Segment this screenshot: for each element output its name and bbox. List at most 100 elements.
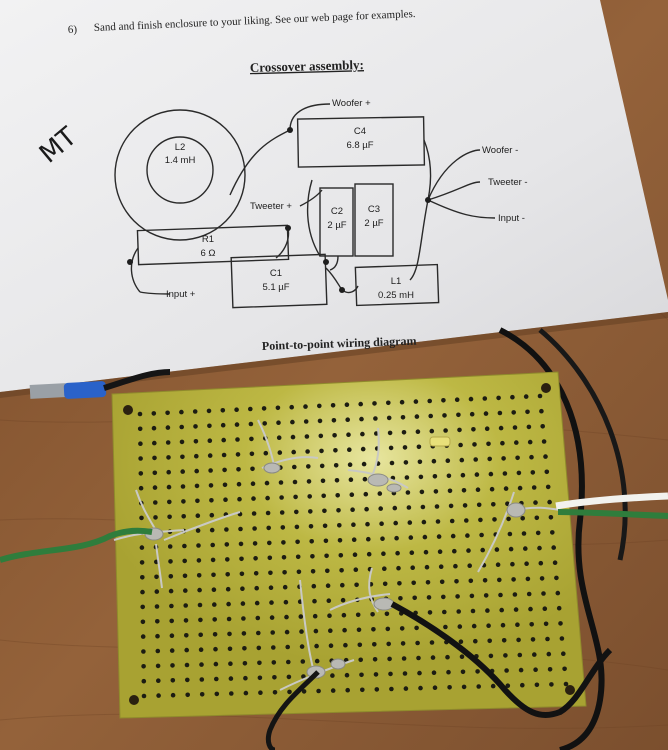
- perfboard-hole: [182, 558, 187, 564]
- perfboard-hole: [428, 413, 434, 419]
- black-wire-right-loop-2: [538, 328, 628, 561]
- perfboard-hole: [345, 417, 351, 423]
- perfboard-hole: [520, 516, 525, 521]
- perfboard-hole: [457, 427, 462, 433]
- perfboard-hole: [453, 563, 458, 569]
- perfboard-body: [111, 371, 587, 719]
- perfboard-hole: [279, 495, 284, 500]
- perfboard-hole: [243, 675, 248, 681]
- perfboard-hole: [242, 646, 247, 651]
- perfboard-hole: [169, 648, 175, 653]
- perfboard-hole: [294, 509, 299, 515]
- perfboard-hole: [140, 604, 145, 610]
- perfboard-hole: [483, 593, 489, 598]
- perfboard-hole: [155, 619, 160, 624]
- perfboard-hole: [373, 416, 378, 421]
- perfboard-hole: [269, 615, 275, 620]
- perfboard-hole: [436, 534, 442, 539]
- perfboard-hole: [314, 658, 320, 664]
- perfboard-hole: [387, 430, 393, 436]
- perfboard-hole: [333, 448, 338, 453]
- perfboard-hole: [488, 653, 494, 659]
- perfboard-hole: [475, 669, 480, 674]
- perfboard-hole: [139, 560, 145, 565]
- c4-value: 6.8 µF: [346, 140, 373, 151]
- perfboard-hole: [534, 682, 540, 688]
- perfboard-hole: [306, 479, 312, 484]
- perfboard-hole: [140, 575, 145, 580]
- perfboard-hole: [141, 664, 146, 669]
- perfboard-hole: [224, 527, 229, 532]
- perfboard-hole: [154, 589, 160, 594]
- perfboard-hole: [228, 676, 234, 681]
- perfboard-hole: [155, 648, 161, 654]
- perfboard-hole: [249, 436, 254, 442]
- perfboard-hole: [335, 493, 341, 498]
- perfboard-hole: [400, 641, 406, 646]
- perfboard-hole: [255, 615, 261, 621]
- perfboard-hole: [317, 418, 323, 424]
- perfboard-hole: [212, 617, 217, 622]
- perfboard-hole: [331, 418, 337, 423]
- perfboard-hole: [510, 394, 515, 400]
- perfboard-hole: [434, 504, 440, 509]
- perfboard-hole: [192, 409, 198, 414]
- perfboard-hole: [545, 636, 550, 642]
- perfboard-hole: [473, 638, 478, 644]
- perfboard-hole: [207, 453, 213, 458]
- perfboard-hole: [380, 536, 385, 541]
- perfboard-hole: [270, 630, 276, 635]
- perfboard-hole: [278, 480, 284, 485]
- terminal-input-plus: Input +: [166, 289, 196, 300]
- perfboard-hole: [138, 456, 143, 461]
- perfboard-hole: [183, 603, 188, 608]
- perfboard-hole: [415, 429, 421, 435]
- black-wire-top: [103, 369, 171, 391]
- perfboard-hole: [226, 616, 232, 622]
- perfboard-hole: [152, 485, 158, 490]
- perfboard-hole: [183, 618, 189, 623]
- perfboard-hole: [476, 502, 482, 508]
- perfboard-hole: [250, 466, 255, 472]
- perfboard-hole: [181, 499, 186, 504]
- white-wire-right: [555, 492, 668, 510]
- perfboard-hole: [208, 468, 213, 473]
- perfboard-hole: [416, 444, 422, 450]
- perfboard-hole: [411, 580, 417, 586]
- perfboard-hole: [526, 424, 532, 430]
- perfboard-hole: [225, 557, 230, 562]
- perfboard-hole: [540, 424, 545, 429]
- perfboard-hole: [417, 459, 423, 465]
- perfboard-hole: [325, 583, 331, 588]
- perfboard-hole: [198, 617, 203, 623]
- perfboard-hole: [166, 455, 171, 460]
- perfboard-hole: [559, 636, 565, 641]
- perfboard-hole: [506, 516, 511, 522]
- perfboard-hole: [491, 502, 496, 507]
- perfboard-hole: [474, 472, 480, 477]
- perfboard-hole: [458, 442, 463, 448]
- l2-name: L2: [175, 142, 186, 153]
- perfboard-hole: [180, 469, 185, 474]
- perfboard-hole: [290, 419, 295, 425]
- perfboard-hole: [357, 642, 363, 648]
- perfboard-hole: [442, 413, 447, 418]
- perfboard-hole: [248, 421, 254, 427]
- perfboard-hole: [140, 589, 145, 595]
- perfboard-hole: [502, 471, 508, 476]
- terminal-woofer-plus: Woofer +: [332, 98, 371, 109]
- perfboard-hole: [283, 599, 289, 605]
- perfboard-hole: [532, 652, 537, 657]
- perfboard-hole: [471, 623, 477, 629]
- perfboard-hole: [138, 485, 144, 491]
- perfboard-hole: [446, 473, 452, 479]
- perfboard-hole: [184, 633, 189, 638]
- perfboard-hole: [353, 567, 359, 572]
- perfboard-hole: [296, 569, 302, 575]
- perfboard-hole: [151, 411, 157, 416]
- perfboard-hole: [236, 467, 241, 472]
- perfboard-hole: [330, 403, 336, 408]
- perfboard-hole: [468, 578, 474, 584]
- perfboard-hole: [141, 678, 147, 684]
- perfboard-hole: [500, 440, 505, 446]
